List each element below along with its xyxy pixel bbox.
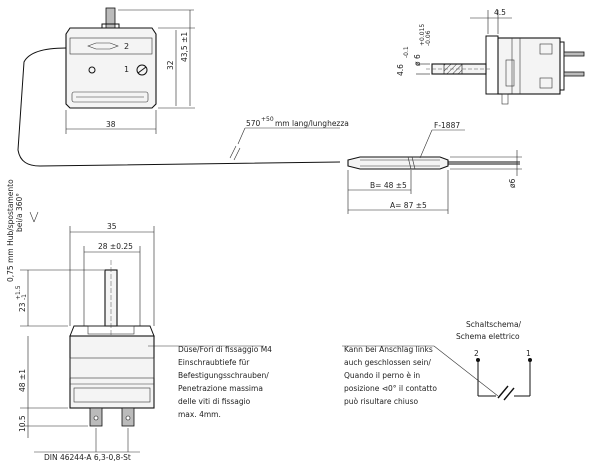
mounting-note-line-4: Penetrazione massima (178, 384, 263, 393)
dim-front-width-outer: 35 (107, 222, 117, 231)
dim-bulb-diameter: ø6 (508, 178, 517, 188)
terminal-standard: DIN 46244-A 6,3-0,8-St (44, 453, 131, 462)
top-contact-symbol (87, 42, 119, 50)
dim-shaft-flat-tol: -0.1 (403, 46, 410, 58)
bulb-body (347, 156, 449, 170)
schema-title-1: Schaltschema/ (466, 320, 522, 329)
dim-top-height-outer: 43,5 ±1 (180, 32, 189, 62)
mounting-note-line-2: Einschraubtiefe für (178, 358, 250, 367)
switch-note-line-5: può risultare chiuso (344, 397, 418, 406)
dim-side-offset: 4.5 (494, 8, 506, 17)
stroke-label: 0,75 mm Hub/spostamento (6, 179, 15, 282)
dim-body-height: 48 ±1 (18, 369, 27, 392)
schema-terminal-2: 2 (474, 349, 479, 358)
mounting-note-line-3: Befestigungsschrauben/ (178, 371, 269, 380)
dim-shaft-height-tol-upper: +1.5 (15, 285, 22, 300)
capillary-length-unit: mm lang/lunghezza (275, 119, 349, 128)
dim-top-height-inner: 32 (166, 60, 175, 70)
mounting-note-line-5: delle viti di fissagio (178, 397, 251, 406)
front-bracket (69, 325, 155, 337)
top-label-area (69, 37, 153, 55)
schema-title-2: Schema elettrico (456, 332, 520, 341)
top-terminal-tab (105, 7, 116, 29)
schema-switch-blade (497, 385, 509, 399)
capillary-length-tol: +50 (261, 116, 274, 123)
schema-terminal-1: 1 (526, 349, 531, 358)
switch-schema: Schaltschema/ Schema elettrico 2 1 (456, 320, 532, 401)
side-terminal-lower (563, 71, 585, 77)
rotation-label: bei/a 360° (15, 193, 24, 232)
side-terminal-upper (563, 51, 585, 57)
switch-note-line-1: Kann bei Anschlag links (344, 345, 433, 354)
sensor-bulb: F-1887 B= 48 ±5 A= 87 ±5 ø6 (347, 121, 522, 214)
dim-shaft-height: 23 (18, 302, 27, 312)
dim-bulb-a: A= 87 ±5 (390, 201, 427, 210)
mounting-note-line-1: Düse/Fori di fissaggio M4 (178, 345, 272, 354)
dim-shaft-flat: 4.6 (396, 64, 405, 76)
front-view: 35 28 ±0.25 23 +1.5 -1 48 ±1 10.5 0,75 m… (6, 179, 264, 462)
dim-shaft-height-tol-lower: -1 (21, 294, 28, 300)
top-bottom-rail (71, 91, 149, 103)
bulb-part-number: F-1887 (434, 121, 460, 130)
dim-bulb-b: B= 48 ±5 (370, 181, 407, 190)
dim-shaft-diameter-tol-upper: +0.015 (419, 24, 426, 46)
capillary-length: 570 (246, 119, 261, 128)
dim-shaft-diameter: ø 6 (413, 54, 422, 66)
side-body (497, 37, 561, 95)
mounting-note: Düse/Fori di fissaggio M4 Einschraubtief… (178, 345, 272, 419)
dim-top-width: 38 (106, 120, 116, 129)
top-terminal-1-label: 1 (124, 65, 129, 74)
top-adjust-screw (136, 64, 148, 76)
switch-note-line-2: auch geschlossen sein/ (344, 358, 431, 367)
top-terminal-2-label: 2 (124, 42, 129, 51)
side-flange (485, 35, 499, 95)
capillary-tube (17, 47, 341, 167)
top-mounting-hole (88, 66, 96, 74)
switch-note: Kann bei Anschlag links auch geschlossen… (342, 345, 499, 406)
dim-terminal-height: 10.5 (18, 415, 27, 432)
dim-shaft-diameter-tol-lower: -0.06 (425, 30, 432, 46)
switch-note-line-3: Quando il perno è in (344, 371, 420, 380)
top-view: 2 1 38 32 43,5 ±1 (65, 7, 195, 134)
top-body (65, 27, 157, 109)
switch-note-line-4: posizione ⊲0° il contatto (344, 384, 437, 393)
dim-front-width-inner: 28 ±0.25 (98, 242, 133, 251)
capillary: 570 +50 mm lang/lunghezza (17, 47, 349, 167)
side-view: 4.5 4.6 -0.1 ø 6 +0.015 -0.06 (396, 8, 585, 105)
mounting-note-line-6: max. 4mm. (178, 410, 221, 419)
front-body (69, 335, 155, 409)
